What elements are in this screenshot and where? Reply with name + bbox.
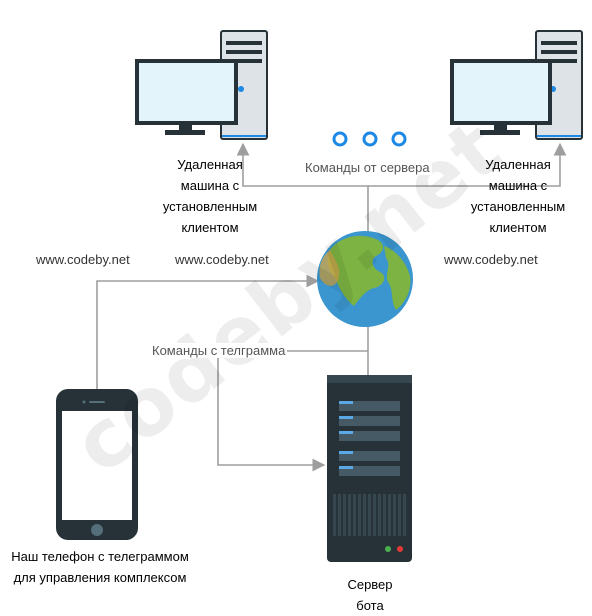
server-rack-icon [327,375,412,562]
edge-globe-to-right-pc [368,142,567,187]
globe-icon [317,231,413,327]
edge-phone-to-globe [96,274,320,390]
connectors [96,142,567,472]
remote-machine-left-icon [135,30,268,140]
edge-label-commands-from-telegram: Команды с телграмма [150,343,288,358]
url-right: www.codeby.net [444,252,538,267]
url-left: www.codeby.net [36,252,130,267]
ellipsis-dots-icon [332,131,407,147]
phone-label: Наш телефон с телеграммом для управления… [11,549,189,585]
smartphone-icon [56,389,138,540]
edge-globe-to-left-pc [236,142,369,232]
server-label: Сервер бота [347,577,393,613]
url-center: www.codeby.net [175,252,269,267]
remote-machine-right-icon [450,30,583,140]
remote-machine-right-label: Удаленная машина с установленным клиенто… [470,157,566,235]
edge-telegram-to-server [217,350,368,472]
edge-label-commands-from-server: Команды от сервера [303,160,432,175]
remote-machine-left-label: Удаленная машина с установленным клиенто… [162,157,258,235]
